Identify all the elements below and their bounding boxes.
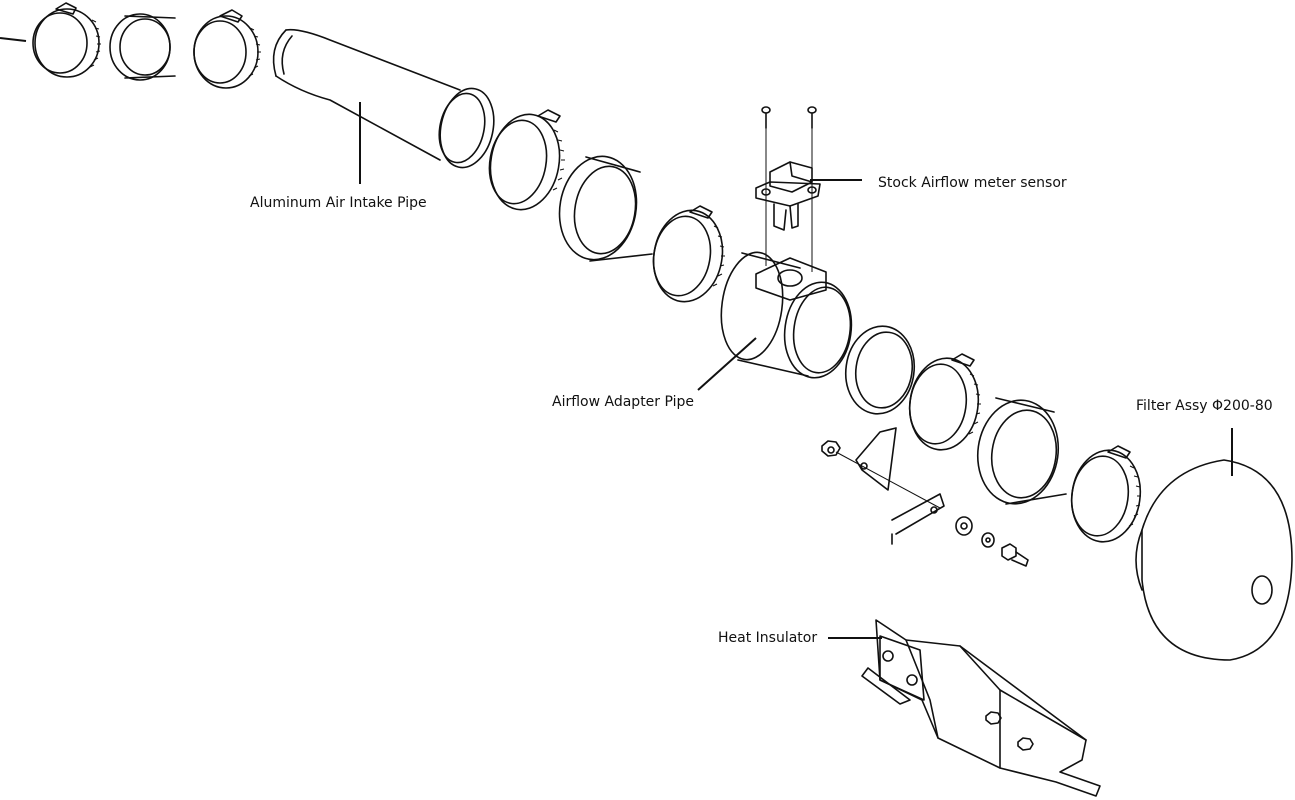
screw-1	[761, 106, 771, 266]
rubber-ring	[844, 325, 916, 415]
hose-clamp-5	[908, 353, 981, 451]
left-edge-leader-line	[0, 37, 27, 42]
hex-bolt	[1001, 543, 1029, 567]
aluminum-air-intake-pipe	[272, 28, 495, 169]
hose-clamp-3	[488, 109, 565, 211]
mounting-bracket	[835, 427, 945, 545]
silicone-coupler-3	[976, 397, 1067, 505]
aluminum-pipe-label: Aluminum Air Intake Pipe	[250, 195, 427, 211]
airflow-adapter-pipe	[720, 251, 853, 379]
washer-flat	[955, 516, 973, 536]
hose-clamp-4	[652, 205, 725, 303]
silicone-coupler-1	[109, 13, 176, 81]
hose-clamp-1	[32, 2, 101, 78]
hex-nut	[821, 440, 841, 457]
filter-assy	[1135, 459, 1293, 661]
heat-insulator-label: Heat Insulator	[718, 630, 818, 646]
screw-2	[807, 106, 817, 272]
filter-assy-label: Filter Assy Φ200-80	[1136, 398, 1273, 414]
hose-clamp-2	[193, 9, 261, 89]
stock-airflow-meter-sensor	[755, 161, 821, 231]
adapter-pipe-label: Airflow Adapter Pipe	[552, 394, 695, 410]
silicone-coupler-2	[558, 155, 653, 262]
hose-clamp-6	[1070, 445, 1142, 543]
adapter-pipe-leader-line	[697, 337, 757, 391]
stock-sensor-label: Stock Airflow meter sensor	[878, 175, 1067, 191]
washer-spring	[981, 532, 995, 548]
heat-insulator	[861, 619, 1101, 797]
